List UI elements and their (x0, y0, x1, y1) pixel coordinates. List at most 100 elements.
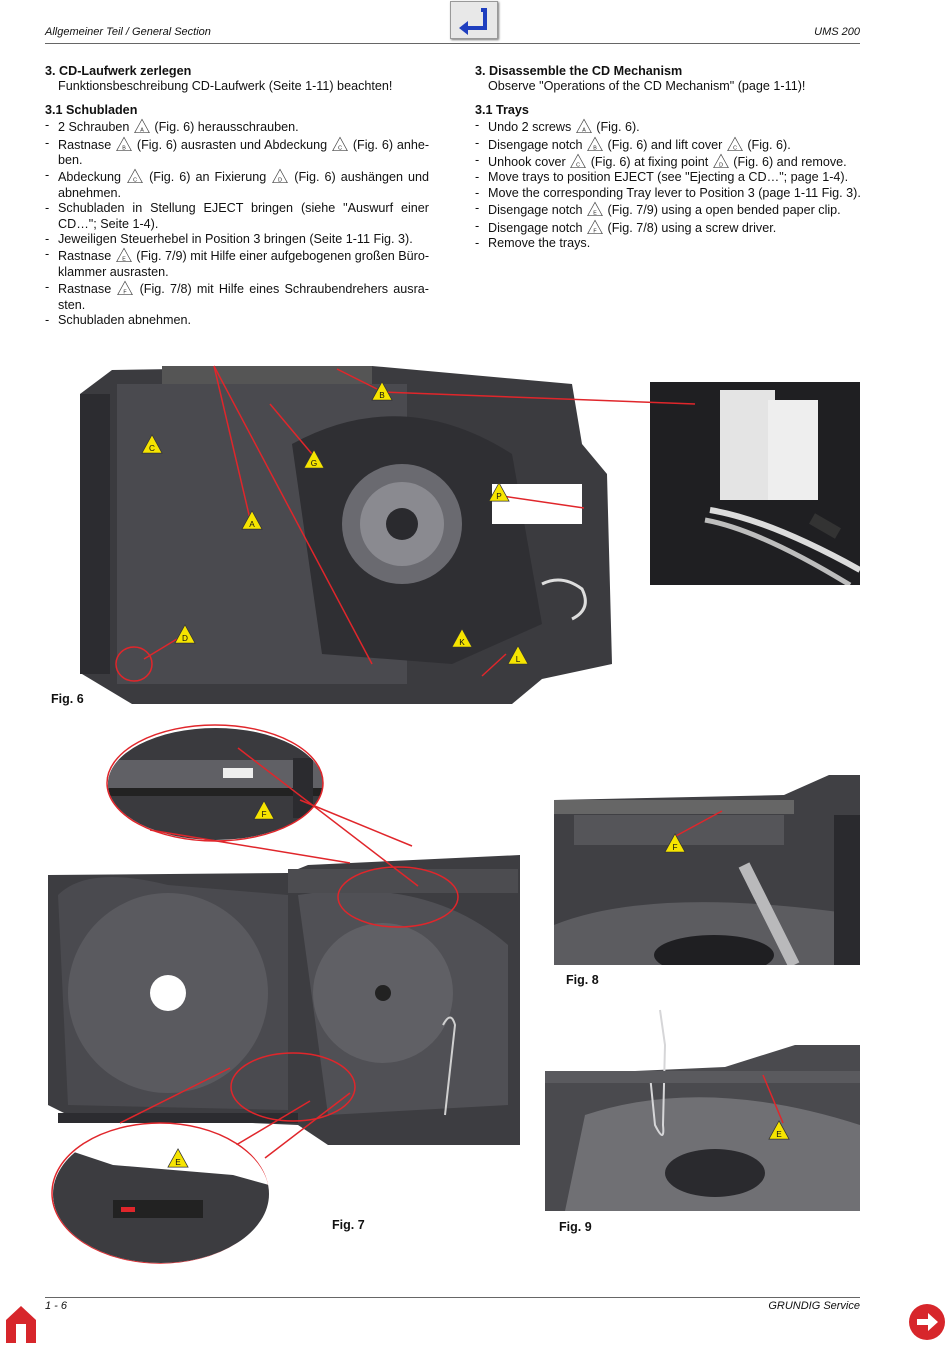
fig6-marker-b-icon: B (371, 381, 393, 401)
fig6-marker-c-icon: C (141, 434, 163, 454)
svg-text:L: L (516, 655, 521, 664)
step-item: Move the corresponding Tray lever to Pos… (475, 186, 865, 202)
svg-text:B: B (379, 391, 385, 400)
fig6-marker-d-icon: D (174, 624, 196, 644)
german-sub-title: 3.1 Schubladen (45, 102, 138, 117)
english-sub-title: 3.1 Trays (475, 102, 529, 117)
german-section-title: 3. CD-Laufwerk zerlegen (45, 64, 192, 78)
next-page-button[interactable] (908, 1303, 946, 1341)
step-item: Disengage notch F (Fig. 7/8) using a scr… (475, 219, 865, 236)
marker-b-icon: B (116, 136, 132, 151)
english-section-title: 3. Disassemble the CD Mechanism (475, 64, 683, 78)
fig6-callout-b-line (381, 391, 696, 405)
svg-text:E: E (593, 211, 597, 217)
step-item: Disengage notch B (Fig. 6) and lift cove… (475, 136, 865, 153)
marker-c-icon: C (127, 169, 143, 184)
fig6-marker-l-icon: L (507, 645, 529, 665)
marker-a-icon: A (134, 118, 150, 134)
step-item: Rastnase E (Fig. 7/9) mit Hilfe einer au… (45, 247, 429, 280)
fig7-label: Fig. 7 (332, 1218, 365, 1232)
footer-divider (45, 1297, 860, 1298)
step-item: Rastnase B (Fig. 6) ausrasten und Abdeck… (45, 136, 429, 169)
marker-a-icon: A (575, 118, 592, 134)
step-item: Schubladen abnehmen. (45, 313, 429, 329)
svg-text:F: F (124, 290, 128, 296)
svg-text:B: B (122, 145, 126, 151)
fig9-photo (545, 1005, 860, 1211)
step-item: Rastnase F (Fig. 7/8) mit Hilfe eines Sc… (45, 280, 429, 313)
svg-text:D: D (278, 178, 282, 184)
fig7-zoom-top (108, 728, 323, 840)
fig6-marker-k-icon: K (451, 628, 473, 648)
back-arrow-icon (459, 8, 487, 35)
step-item: Schubladen in Stellung EJECT bringen (si… (45, 201, 429, 232)
fig8-photo (554, 775, 860, 965)
footer-page-number: 1 - 6 (45, 1300, 68, 1312)
step-item: 2 Schrauben A (Fig. 6) herausschrauben. (45, 118, 429, 135)
svg-text:C: C (576, 162, 580, 168)
svg-text:F: F (593, 228, 597, 234)
fig7-zoom-bottom (53, 1125, 269, 1263)
marker-d-icon: D (712, 153, 729, 168)
fig6-marker-a-icon: A (241, 510, 263, 530)
fig9-label: Fig. 9 (559, 1220, 592, 1234)
marker-b-icon: B (587, 136, 603, 151)
marker-d-icon: D (272, 169, 289, 184)
svg-text:F: F (672, 843, 677, 852)
fig9-marker-e-icon: E (768, 1120, 790, 1140)
english-column: 3. Disassemble the CD Mechanism Observe … (475, 64, 865, 252)
svg-text:C: C (338, 145, 342, 151)
step-item: Move trays to position EJECT (see "Eject… (475, 170, 865, 186)
next-arrow-icon (909, 1304, 945, 1340)
svg-text:A: A (249, 520, 255, 529)
english-section-note: Observe "Operations of the CD Mechanism"… (488, 79, 806, 94)
fig6-detail-photo (650, 370, 860, 585)
step-item: Remove the trays. (475, 236, 865, 252)
fig7-marker-f-icon: F (253, 800, 275, 820)
svg-text:K: K (459, 638, 465, 647)
step-item: Disengage notch E (Fig. 7/9) using a ope… (475, 201, 865, 218)
svg-text:D: D (182, 634, 188, 643)
german-steps: 2 Schrauben A (Fig. 6) herausschrauben.R… (45, 118, 429, 329)
fig6-photo (72, 364, 618, 706)
fig8-label: Fig. 8 (566, 973, 599, 987)
fig7-photo (48, 855, 520, 1145)
english-steps: Undo 2 screws A (Fig. 6).Disengage notch… (475, 118, 865, 252)
fig6-marker-p-icon: P (488, 482, 510, 502)
svg-text:B: B (593, 145, 597, 151)
fig8-marker-f-icon: F (664, 833, 686, 853)
fig7-marker-e-icon: E (167, 1148, 189, 1168)
fig6-marker-g-icon: G (303, 449, 325, 469)
header-right: UMS 200 (814, 26, 860, 38)
svg-text:C: C (149, 444, 155, 453)
marker-f-icon: F (117, 280, 134, 296)
svg-text:G: G (311, 459, 317, 468)
svg-text:A: A (140, 128, 144, 134)
step-item: Abdeckung C (Fig. 6) an Fixierung D (Fig… (45, 168, 429, 201)
header-divider (45, 43, 860, 44)
svg-text:A: A (582, 128, 586, 134)
svg-text:C: C (733, 145, 737, 151)
marker-e-icon: E (587, 201, 603, 217)
home-icon (6, 1306, 36, 1343)
svg-text:F: F (261, 810, 266, 819)
back-button[interactable] (450, 1, 498, 39)
marker-f-icon: F (587, 219, 603, 234)
svg-text:E: E (776, 1130, 782, 1139)
german-column: 3. CD-Laufwerk zerlegen Funktionsbeschre… (45, 64, 429, 329)
marker-c-icon: C (332, 136, 348, 151)
header-left: Allgemeiner Teil / General Section (45, 26, 211, 38)
marker-e-icon: E (115, 248, 132, 263)
svg-text:P: P (496, 492, 502, 501)
marker-c-icon: C (726, 136, 743, 151)
step-item: Unhook cover C (Fig. 6) at fixing point … (475, 153, 865, 170)
svg-text:E: E (175, 1158, 181, 1167)
footer-brand: GRUNDIG Service (768, 1300, 860, 1312)
step-item: Undo 2 screws A (Fig. 6). (475, 118, 865, 135)
home-button[interactable] (3, 1302, 39, 1343)
german-section-note: Funktionsbeschreibung CD-Laufwerk (Seite… (58, 79, 393, 94)
marker-c-icon: C (570, 153, 587, 168)
svg-text:E: E (122, 257, 126, 263)
fig6-label: Fig. 6 (51, 692, 84, 706)
svg-text:C: C (133, 178, 137, 184)
